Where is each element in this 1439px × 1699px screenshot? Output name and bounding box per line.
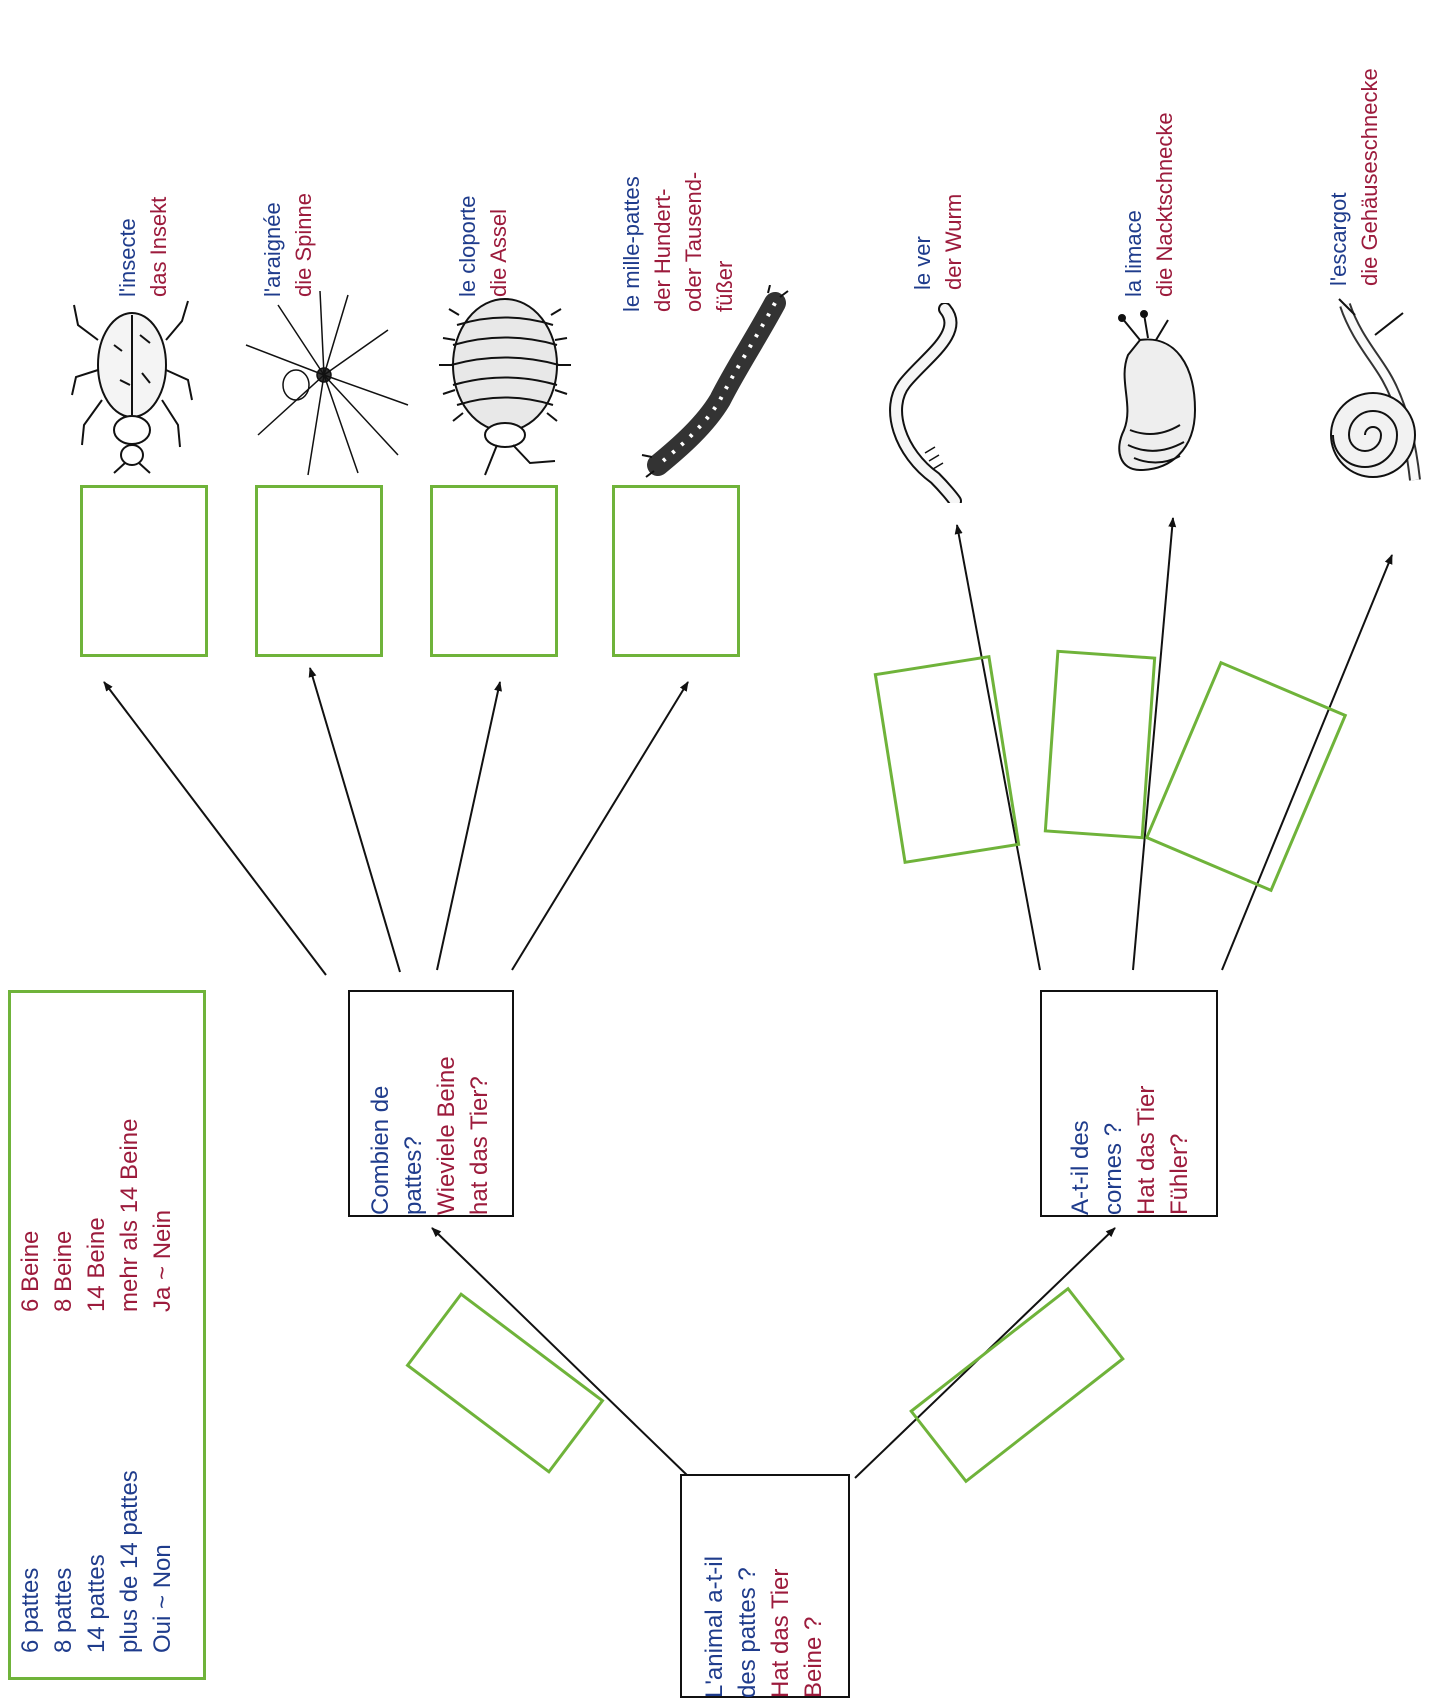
arrow-root-to-horns bbox=[854, 1227, 1116, 1479]
legend-german-column: 6 Beine 8 Beine 14 Beine mehr als 14 Bei… bbox=[17, 1118, 176, 1312]
arrow-horns-to-snail bbox=[1221, 554, 1393, 971]
answer-box-slug[interactable] bbox=[1043, 649, 1157, 840]
arrow-legs-to-spider bbox=[308, 667, 401, 973]
arrow-horns-to-worm bbox=[954, 524, 1041, 971]
answer-box-woodlouse[interactable] bbox=[430, 485, 558, 657]
spider-icon bbox=[245, 290, 409, 476]
animal-label-snail: l'escargot die Gehäuseschnecke bbox=[1326, 68, 1382, 286]
legend-french-column: 6 pattes 8 pattes 14 pattes plus de 14 p… bbox=[17, 1470, 176, 1653]
question-root-text: L'animal a-t-il des pattes ? Hat das Tie… bbox=[701, 1556, 827, 1698]
question-box-root: L'animal a-t-il des pattes ? Hat das Tie… bbox=[680, 1474, 850, 1698]
animal-label-spider: l'araignée die Spinne bbox=[260, 193, 316, 297]
arrow-legs-to-millipede bbox=[511, 681, 689, 971]
millipede-icon bbox=[641, 285, 789, 478]
woodlouse-icon bbox=[439, 298, 571, 476]
question-box-legs: Combien de pattes? Wieviele Beine hat da… bbox=[348, 990, 514, 1217]
animal-label-woodlouse: le cloporte die Assel bbox=[455, 195, 511, 297]
snail-icon bbox=[1330, 298, 1421, 481]
slug-icon bbox=[1118, 310, 1197, 472]
question-legs-text: Combien de pattes? Wieviele Beine hat da… bbox=[367, 1056, 493, 1215]
animal-label-slug: la limace die Nacktschnecke bbox=[1121, 112, 1177, 297]
arrow-root-to-legs bbox=[431, 1227, 691, 1479]
arrow-horns-to-slug bbox=[1132, 517, 1177, 971]
animal-label-worm: le ver der Wurm bbox=[910, 193, 966, 290]
answer-box-millipede[interactable] bbox=[612, 485, 740, 657]
worm-icon bbox=[889, 303, 962, 503]
arrow-legs-to-insect bbox=[103, 681, 327, 976]
answer-box-spider[interactable] bbox=[255, 485, 383, 657]
arrow-legs-to-woodlouse bbox=[436, 681, 502, 971]
animal-label-insect: l'insecte das Insekt bbox=[115, 196, 171, 297]
beetle-icon bbox=[71, 300, 193, 474]
answer-box-insect[interactable] bbox=[80, 485, 208, 657]
legend-box: 6 pattes 8 pattes 14 pattes plus de 14 p… bbox=[8, 990, 206, 1680]
animal-label-millipede: le mille-pattes der Hundert- oder Tausen… bbox=[619, 171, 737, 312]
question-horns-text: A-t-il des cornes ? Hat das Tier Fühler? bbox=[1067, 1085, 1193, 1215]
question-box-horns: A-t-il des cornes ? Hat das Tier Fühler? bbox=[1040, 990, 1218, 1217]
